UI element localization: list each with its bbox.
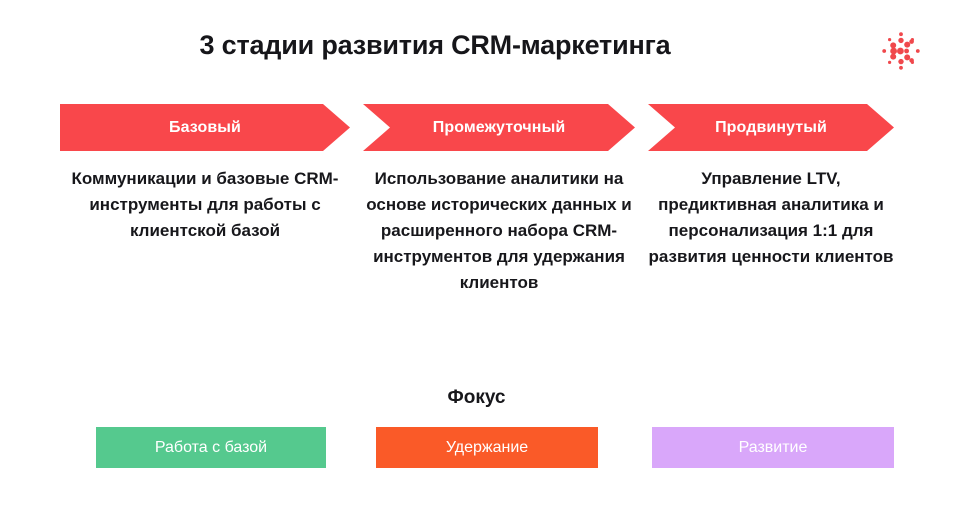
stage-banner-row: Базовый Промежуточный Продвинутый (60, 104, 894, 151)
stage-banner-label: Промежуточный (432, 118, 566, 136)
focus-badge-development[interactable]: Развитие (652, 427, 894, 468)
stage-banner-intermediate[interactable]: Промежуточный (363, 104, 635, 151)
stage-banner-label: Базовый (169, 118, 241, 136)
slide-header: 3 стадии развития CRM-маркетинга (0, 0, 953, 92)
focus-badge-base-work[interactable]: Работа с базой (96, 427, 326, 468)
dotted-k-logo-icon (881, 31, 921, 71)
stage-banner-label: Продвинутый (715, 118, 827, 136)
page-title: 3 стадии развития CRM-маркетинга (199, 30, 671, 60)
focus-heading: Фокус (447, 387, 506, 408)
stage-description-advanced: Управление LTV, предиктивная аналитика и… (648, 169, 894, 266)
focus-badge-retention[interactable]: Удержание (376, 427, 598, 468)
stage-banner-basic[interactable]: Базовый (60, 104, 350, 151)
focus-badge-row: Работа с базой Удержание Развитие (60, 427, 894, 468)
stage-description-basic: Коммуникации и базовые CRM-инструменты д… (71, 169, 339, 240)
stage-description-intermediate: Использование аналитики на основе истори… (366, 169, 632, 292)
stage-banner-advanced[interactable]: Продвинутый (648, 104, 894, 151)
